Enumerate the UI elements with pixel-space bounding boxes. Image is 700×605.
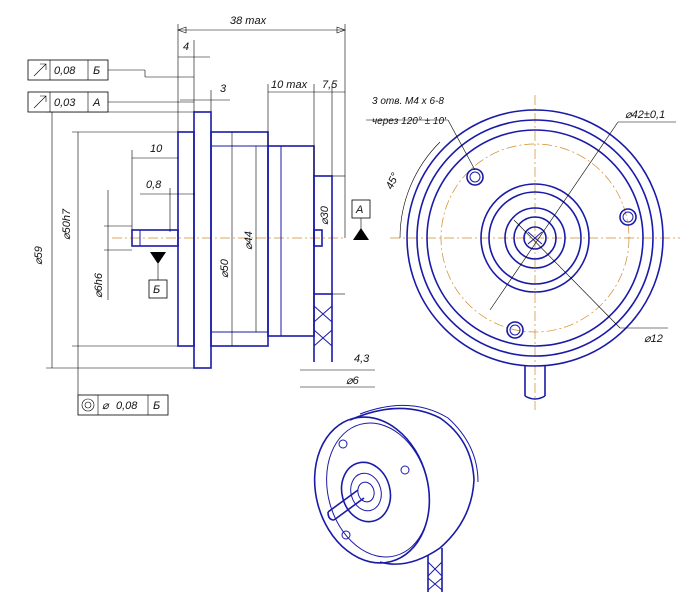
dim-hub-diameter: ⌀12 bbox=[644, 333, 663, 345]
iso-terminal-lead bbox=[427, 548, 443, 592]
svg-text:⌀: ⌀ bbox=[102, 400, 110, 412]
pilot-outline bbox=[416, 119, 654, 357]
svg-text:0,08: 0,08 bbox=[54, 65, 76, 77]
motor-body bbox=[210, 131, 269, 347]
runout-arrow-icon bbox=[33, 95, 47, 109]
dim-shaft-step: 0,8 bbox=[146, 179, 162, 191]
dim-flange-offset: 4 bbox=[183, 41, 189, 53]
rear-boss bbox=[313, 175, 333, 295]
isometric-view bbox=[313, 405, 479, 592]
hub-mid bbox=[488, 191, 582, 285]
datum-b-triangle bbox=[150, 252, 166, 264]
dim-angle: 45° bbox=[384, 171, 402, 192]
dim-pilot-diameter: ⌀50h7 bbox=[61, 208, 73, 240]
iso-hole-3 bbox=[400, 465, 410, 475]
hub-outer bbox=[480, 183, 590, 293]
holes-note-line2: через 120° ± 10' bbox=[372, 116, 447, 127]
rear-cap-inner bbox=[280, 145, 315, 337]
dim-body-diameter-50: ⌀50 bbox=[219, 258, 231, 278]
svg-text:0,08: 0,08 bbox=[116, 400, 138, 412]
dim-terminal-diameter: ⌀6 bbox=[346, 375, 360, 387]
iso-hole-2 bbox=[341, 530, 351, 540]
bearing-inner bbox=[513, 216, 557, 260]
front-dimensions: ⌀42±0,1 ⌀12 45° 3 отв. М4 x 6-8 через 12… bbox=[366, 96, 676, 345]
rear-cap bbox=[267, 145, 315, 337]
svg-text:Б: Б bbox=[93, 65, 100, 77]
iso-hub bbox=[340, 461, 392, 523]
coaxiality-icon bbox=[81, 398, 95, 412]
dim-shaft-diameter: ⌀6h6 bbox=[93, 272, 105, 298]
body-outline bbox=[426, 129, 644, 347]
shaft bbox=[131, 229, 179, 247]
iso-flange bbox=[313, 416, 431, 564]
tolerance-frame-coaxiality: ⌀ 0,08 Б bbox=[77, 394, 169, 416]
datum-a-triangle bbox=[353, 228, 369, 240]
side-dimensions: 38 max 4 3 10 max 7,5 10 0,8 ⌀59 bbox=[33, 15, 375, 395]
iso-body bbox=[349, 407, 475, 565]
dim-body-diameter-44: ⌀44 bbox=[243, 231, 255, 250]
terminal-lead bbox=[313, 294, 333, 362]
rear-nub bbox=[313, 229, 323, 247]
mount-hole-3 bbox=[506, 321, 524, 339]
shaft-end bbox=[523, 226, 547, 250]
holes-note-line1: 3 отв. М4 x 6-8 bbox=[372, 96, 444, 107]
dim-shaft-length: 10 bbox=[150, 143, 163, 155]
datum-b-label: Б bbox=[153, 284, 160, 296]
tolerance-frame-runout-1: 0,08 Б bbox=[27, 59, 109, 81]
svg-text:Б: Б bbox=[153, 400, 160, 412]
mount-hole-2 bbox=[619, 208, 637, 226]
side-view bbox=[112, 111, 345, 369]
front-terminal-lead bbox=[524, 366, 546, 400]
dim-overall-length: 38 max bbox=[230, 15, 267, 27]
dim-bolt-circle: ⌀42±0,1 bbox=[625, 109, 665, 121]
mount-hole-1 bbox=[466, 168, 484, 186]
datum-b-box bbox=[148, 279, 168, 299]
bolt-circle bbox=[440, 143, 630, 333]
svg-text:А: А bbox=[92, 97, 100, 109]
flange-outline bbox=[406, 109, 664, 367]
front-view bbox=[390, 95, 680, 410]
iso-shaft bbox=[327, 489, 365, 521]
datum-a-label: А bbox=[355, 204, 363, 216]
tolerance-frame-runout-2: 0,03 А bbox=[27, 91, 109, 113]
svg-text:0,03: 0,03 bbox=[54, 97, 76, 109]
pilot bbox=[177, 131, 195, 347]
dim-terminal-width: 4,3 bbox=[354, 353, 370, 365]
iso-hole-1 bbox=[338, 439, 348, 449]
dim-terminal-offset: 7,5 bbox=[322, 79, 338, 91]
dim-flange-diameter: ⌀59 bbox=[33, 246, 45, 265]
flange bbox=[193, 111, 212, 369]
dim-body-length: 10 max bbox=[271, 79, 308, 91]
runout-arrow-icon bbox=[33, 63, 47, 77]
dim-flange-thickness: 3 bbox=[220, 83, 227, 95]
shaft-cross bbox=[527, 231, 543, 245]
dim-rear-diameter: ⌀30 bbox=[319, 205, 331, 225]
bearing-outer bbox=[504, 207, 566, 269]
